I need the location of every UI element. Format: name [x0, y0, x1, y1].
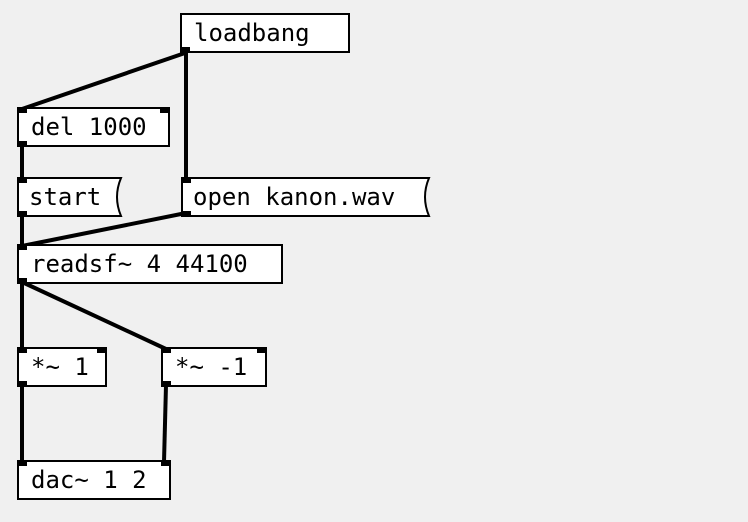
- multiply-right-inlet-right[interactable]: [257, 347, 267, 353]
- del-inlet-left[interactable]: [17, 107, 27, 113]
- readsf-outlet-1[interactable]: [17, 278, 27, 284]
- del-inlet-right[interactable]: [160, 107, 170, 113]
- multiply-left-object[interactable]: *~ 1: [17, 347, 107, 387]
- dac-inlet-right[interactable]: [161, 460, 171, 466]
- cord-readsf-to-mul-right[interactable]: [21, 280, 167, 351]
- start-outlet[interactable]: [17, 211, 27, 217]
- open-outlet[interactable]: [181, 211, 191, 217]
- cord-mul-right-to-dac-right[interactable]: [162, 384, 168, 463]
- open-label: open kanon.wav: [193, 183, 396, 211]
- cord-loadbang-to-del[interactable]: [21, 51, 186, 111]
- open-inlet[interactable]: [181, 177, 191, 183]
- multiply-right-inlet[interactable]: [161, 347, 171, 353]
- multiply-left-inlet-right[interactable]: [97, 347, 107, 353]
- open-kanon-message[interactable]: open kanon.wav: [181, 177, 431, 217]
- dac-object[interactable]: dac~ 1 2: [17, 460, 171, 500]
- cord-open-to-readsf[interactable]: [21, 211, 187, 248]
- start-label: start: [29, 183, 102, 211]
- readsf-inlet[interactable]: [17, 244, 27, 250]
- multiply-left-label: *~ 1: [31, 353, 89, 381]
- dac-inlet-left[interactable]: [17, 460, 27, 466]
- multiply-right-outlet[interactable]: [161, 381, 171, 387]
- del-label: del 1000: [31, 113, 147, 141]
- start-message[interactable]: start: [17, 177, 123, 217]
- multiply-right-label: *~ -1: [175, 353, 248, 381]
- readsf-object[interactable]: readsf~ 4 44100: [17, 244, 283, 284]
- readsf-label: readsf~ 4 44100: [31, 250, 248, 278]
- del-object[interactable]: del 1000: [17, 107, 170, 147]
- multiply-right-object[interactable]: *~ -1: [161, 347, 267, 387]
- start-message-frame: [17, 177, 123, 217]
- multiply-left-inlet[interactable]: [17, 347, 27, 353]
- loadbang-outlet[interactable]: [180, 47, 190, 53]
- start-inlet[interactable]: [17, 177, 27, 183]
- open-message-frame: [181, 177, 431, 217]
- dac-label: dac~ 1 2: [31, 466, 147, 494]
- del-outlet[interactable]: [17, 141, 27, 147]
- multiply-left-outlet[interactable]: [17, 381, 27, 387]
- loadbang-label: loadbang: [194, 19, 310, 47]
- loadbang-object[interactable]: loadbang: [180, 13, 350, 53]
